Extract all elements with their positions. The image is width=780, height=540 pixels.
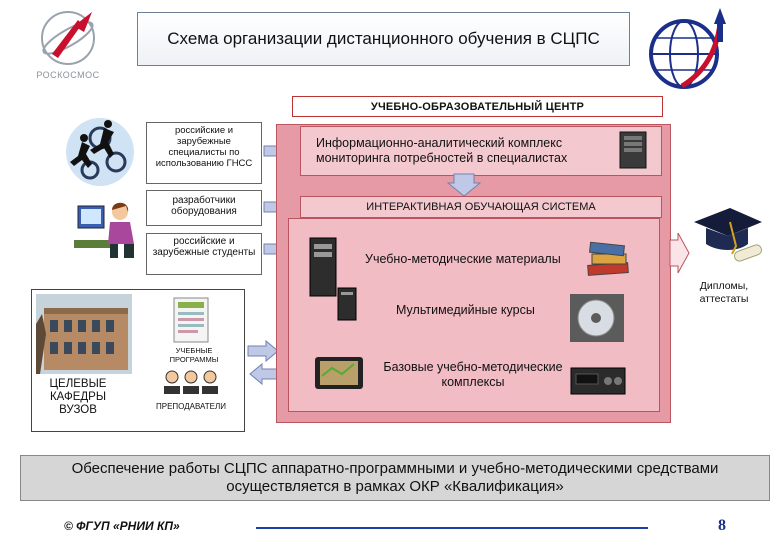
woman-at-computer-image (74, 198, 140, 264)
receiver-device-icon (570, 364, 626, 398)
server-icon (616, 130, 652, 170)
footer-org: © ФГУП «РНИИ КП» (64, 519, 180, 533)
globe-rocket-logo (642, 4, 738, 94)
university-building-image (36, 294, 132, 374)
arrow-down-icon (446, 173, 482, 197)
bottom-note: Обеспечение работы СЦПС аппаратно-програ… (20, 455, 770, 501)
computer-tower-icon (306, 236, 358, 322)
diplomas-label: Дипломы, аттестаты (699, 280, 749, 305)
teachers-label: ПРЕПОДАВАТЕЛИ (156, 402, 226, 411)
curriculum-document-image (172, 296, 212, 344)
footer-divider (256, 527, 648, 529)
roscosmos-label: РОСКОСМОС (36, 70, 100, 80)
books-icon (584, 238, 632, 278)
tablet-gps-icon (314, 356, 364, 390)
left-panel-arrows (247, 339, 281, 386)
page-number: 8 (718, 517, 726, 534)
graduation-cap-image (690, 200, 764, 272)
teachers-image (162, 368, 220, 394)
output-arrow-icon (669, 232, 690, 274)
stakeholder-students: российские и зарубежные студенты (146, 233, 262, 275)
interactive-system-box: ИНТЕРАКТИВНАЯ ОБУЧАЮЩАЯ СИСТЕМА (300, 196, 662, 218)
cd-disc-icon (570, 294, 624, 342)
stakeholder-specialists: российские и зарубежные специалисты по и… (146, 122, 262, 184)
departments-label: ЦЕЛЕВЫЕ КАФЕДРЫ ВУЗОВ (49, 378, 107, 416)
base-complexes-label: Базовые учебно-методические комплексы (383, 360, 563, 389)
center-title: УЧЕБНО-ОБРАЗОВАТЕЛЬНЫЙ ЦЕНТР (292, 96, 663, 117)
materials-label: Учебно-методические материалы (365, 252, 561, 266)
arrow-right-icon (247, 339, 279, 363)
info-complex-box (300, 126, 662, 176)
left-panel: ЦЕЛЕВЫЕ КАФЕДРЫ ВУЗОВ УЧЕБНЫЕ ПРОГРАММЫ … (31, 289, 245, 432)
roscosmos-logo: РОСКОСМОС (22, 6, 114, 86)
info-complex-label: Информационно-аналитический комплекс мон… (316, 136, 568, 165)
running-people-image (60, 110, 142, 192)
programs-label: УЧЕБНЫЕ ПРОГРАММЫ (169, 346, 219, 364)
multimedia-label: Мультимедийные курсы (396, 303, 535, 317)
page-title: Схема организации дистанционного обучени… (137, 12, 630, 66)
stakeholder-developers: разработчики оборудования (146, 190, 262, 226)
